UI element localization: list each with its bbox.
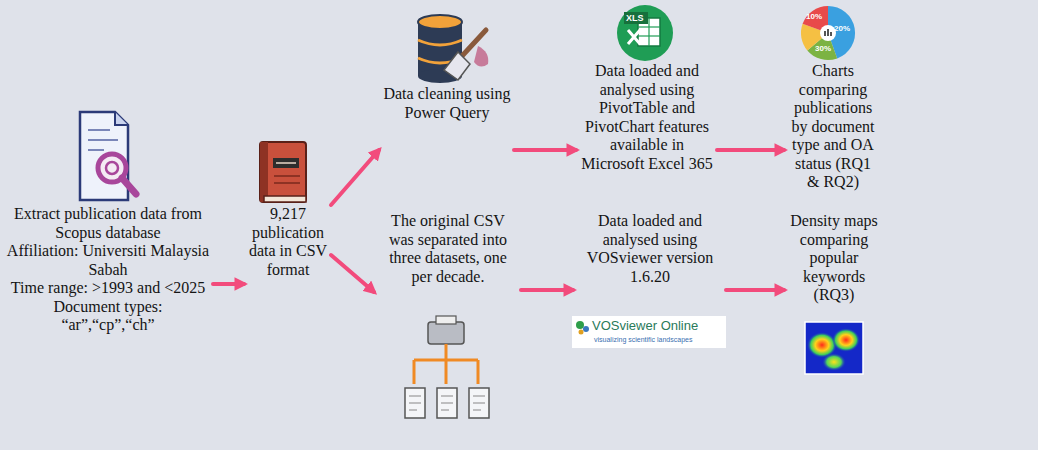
step-text: Time range: >1993 and <2025: [6, 279, 210, 298]
icon-label: 10%: [806, 13, 822, 21]
flow-arrow: [514, 148, 576, 152]
icon-label: VOSviewer Online: [592, 319, 698, 332]
step-text: Charts comparing publications by documen…: [788, 62, 878, 192]
process-step: Data cleaning using Power Query: [383, 85, 511, 160]
flow-arrow: [726, 288, 784, 292]
step-text: Extract publication data from Scopus dat…: [6, 205, 210, 242]
step-text: Affiliation: Universiti Malaysia Sabah: [6, 242, 210, 279]
document-search-icon: [80, 112, 136, 200]
process-step: Extract publication data from Scopus dat…: [6, 205, 210, 335]
icon-label: XLS: [626, 14, 644, 23]
database-cleaning-icon: [418, 15, 488, 83]
pie-chart-icon: [801, 6, 855, 60]
icon-label: 30%: [815, 45, 831, 53]
step-text: The original CSV was separated into thre…: [378, 212, 518, 286]
flow-arrow: [331, 150, 379, 205]
step-text: Data loaded and analysed using PivotTabl…: [580, 62, 714, 173]
flow-arrow: [331, 255, 374, 292]
vosviewer-logo: [572, 316, 726, 348]
density-map-icon: [805, 322, 863, 374]
process-step: Density maps comparing popular keywords …: [788, 212, 880, 312]
flow-arrow: [717, 148, 784, 152]
icon-label: visualizing scientific landscapes: [594, 336, 692, 343]
split-dataset-icon: [405, 316, 489, 418]
process-step: 9,217 publication data in CSV format: [248, 205, 328, 287]
step-text: 9,217 publication data in CSV format: [248, 205, 328, 279]
step-text: Data loaded and analysed using VOSviewer…: [577, 212, 723, 286]
book-icon: [260, 142, 306, 202]
process-step: The original CSV was separated into thre…: [378, 212, 518, 307]
step-text: Density maps comparing popular keywords …: [788, 212, 880, 305]
step-text: Data cleaning using Power Query: [383, 85, 511, 122]
process-step: Data loaded and analysed using PivotTabl…: [580, 62, 714, 212]
step-text: Document types: “ar”,“cp”,“ch”: [6, 298, 210, 335]
process-step: Charts comparing publications by documen…: [788, 62, 878, 212]
excel-icon: [617, 5, 673, 61]
flow-arrow: [213, 282, 244, 286]
icon-label: 20%: [834, 25, 850, 33]
flow-arrow: [521, 288, 573, 292]
process-step: Data loaded and analysed using VOSviewer…: [577, 212, 723, 307]
